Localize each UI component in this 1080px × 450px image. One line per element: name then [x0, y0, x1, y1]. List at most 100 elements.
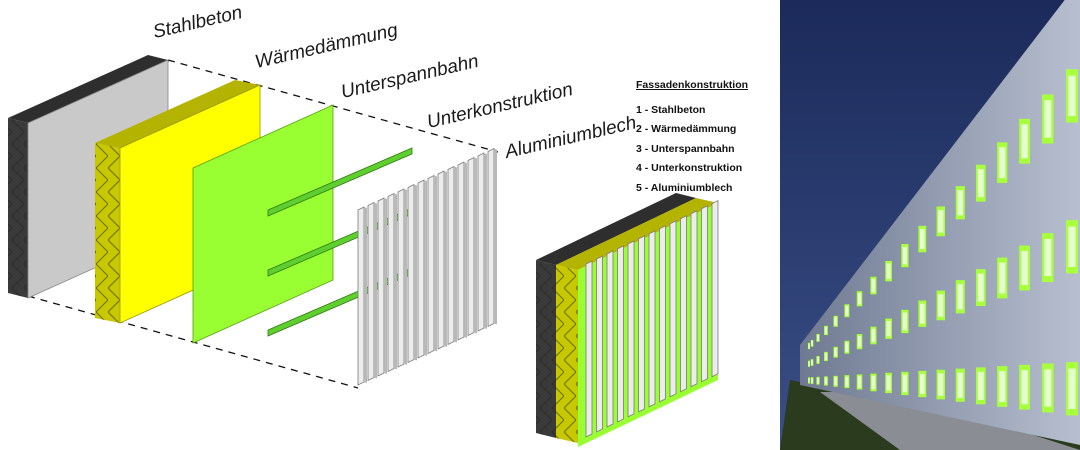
- legend-item-4: 4 - Unterkonstruktion: [636, 162, 743, 174]
- aluminium-batten: [417, 179, 425, 359]
- legend-item-3: 3 - Unterspannbahn: [636, 142, 735, 155]
- window-pane: [1068, 75, 1076, 117]
- window-pane: [977, 273, 984, 302]
- aluminium-batten: [397, 188, 405, 368]
- aluminium-batten: [447, 165, 455, 346]
- aluminium-batten-edge: [434, 175, 437, 352]
- window-pane: [824, 377, 828, 385]
- window-pane: [811, 377, 813, 384]
- assembled-batten: [669, 220, 677, 398]
- assembled-batten: [648, 230, 656, 408]
- aluminium-batten-edge: [464, 162, 467, 338]
- legend-item-1: 1 - Stahlbeton: [636, 103, 706, 116]
- window-pane: [919, 303, 925, 324]
- window-pane: [824, 352, 828, 360]
- legend: Fassadenkonstruktion 1 - Stahlbeton 2 - …: [636, 76, 748, 198]
- window-pane: [938, 210, 944, 233]
- legend-item-5: 5 - Aluminiumblech: [636, 181, 733, 194]
- window-pane: [977, 371, 984, 400]
- window-pane: [871, 328, 876, 343]
- window-pane: [957, 372, 964, 398]
- aluminium-batten: [467, 156, 475, 337]
- layer-aluminiumblech: [357, 147, 497, 386]
- assembled-batten: [701, 205, 708, 383]
- aluminium-batten-edge: [484, 153, 487, 329]
- window-pane: [808, 343, 810, 349]
- aluminium-batten-edge: [394, 193, 397, 370]
- aluminium-batten-edge: [384, 198, 387, 374]
- aluminium-batten-edge: [424, 180, 427, 356]
- window-pane: [1021, 250, 1028, 285]
- window-pane: [1044, 369, 1052, 407]
- assembled-batten: [627, 240, 635, 418]
- aluminium-batten: [487, 147, 495, 328]
- window-pane: [999, 147, 1006, 179]
- assembled-batten: [606, 250, 614, 428]
- legend-title: Fassadenkonstruktion: [636, 79, 749, 91]
- window-pane: [999, 371, 1006, 403]
- window-pane: [811, 340, 813, 346]
- assembled-batten: [690, 210, 698, 388]
- aluminium-batten: [377, 197, 385, 377]
- window-pane: [824, 326, 828, 334]
- window-pane: [902, 312, 908, 331]
- facade-photo: [780, 0, 1080, 450]
- window-pane: [938, 294, 944, 317]
- window-pane: [845, 376, 849, 387]
- legend-item-2: 2 - Wärmedämmung: [636, 123, 737, 135]
- aluminium-batten: [387, 192, 395, 373]
- window-pane: [845, 305, 849, 316]
- aluminium-batten-edge: [414, 184, 417, 361]
- aluminium-batten: [437, 170, 445, 350]
- window-pane: [886, 321, 891, 337]
- aluminium-batten-edge: [454, 166, 457, 343]
- window-pane: [1068, 368, 1076, 409]
- window-pane: [919, 228, 925, 250]
- assembled-concrete-top: [536, 193, 696, 265]
- window-pane: [817, 334, 819, 341]
- window-pane: [938, 373, 944, 396]
- window-pane: [834, 348, 837, 357]
- insulation-top: [95, 80, 260, 148]
- window-pane: [977, 169, 984, 198]
- aluminium-batten: [427, 174, 435, 355]
- window-pane: [957, 284, 964, 310]
- window-pane: [1068, 226, 1076, 267]
- window-pane: [871, 278, 876, 293]
- footpath: [820, 392, 1080, 450]
- window-pane: [999, 262, 1006, 294]
- stahlbeton-top: [8, 55, 168, 123]
- assembled-insulation-top: [556, 198, 718, 270]
- assembled-batten: [680, 215, 687, 393]
- illuminated-windows: [808, 69, 1078, 416]
- window-pane: [1044, 100, 1052, 138]
- aluminium-batten-edge: [364, 207, 367, 383]
- assembled-section: [536, 193, 719, 447]
- assembled-batten: [711, 200, 719, 378]
- window-pane: [811, 359, 813, 366]
- window-pane: [886, 263, 891, 279]
- window-pane: [857, 293, 862, 305]
- window-pane: [808, 378, 810, 383]
- aluminium-batten-edge: [494, 148, 497, 325]
- layer-unterspannbahn: [192, 104, 334, 344]
- aluminium-batten: [477, 152, 485, 332]
- aluminium-batten: [457, 161, 465, 341]
- assembled-batten: [638, 235, 645, 413]
- window-pane: [817, 377, 819, 384]
- window-pane: [1021, 370, 1028, 405]
- window-pane: [857, 335, 862, 348]
- aluminium-batten-edge: [474, 157, 477, 334]
- assembled-batten: [617, 245, 624, 423]
- assembled-batten: [659, 225, 666, 403]
- window-pane: [902, 374, 908, 393]
- aluminium-batten: [407, 183, 415, 364]
- aluminium-batten-edge: [374, 202, 377, 379]
- aluminium-batten-edge: [404, 189, 407, 365]
- window-pane: [817, 356, 819, 363]
- window-pane: [857, 376, 862, 388]
- facade-exploded-diagram: [8, 55, 719, 447]
- window-pane: [957, 190, 964, 216]
- aluminium-batten-edge: [444, 171, 447, 347]
- window-pane: [886, 375, 891, 391]
